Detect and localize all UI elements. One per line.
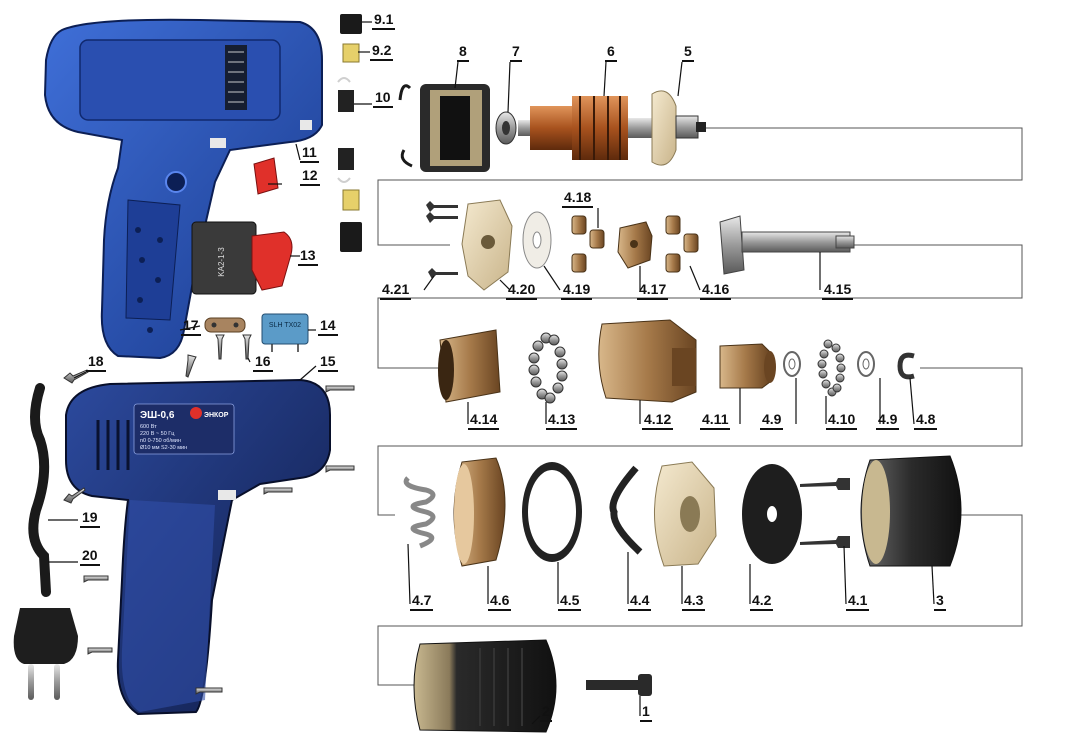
trigger-button bbox=[253, 157, 279, 195]
brush-holder-bottom bbox=[337, 148, 362, 252]
callout-4-9-right: 4.9 bbox=[876, 412, 900, 430]
housing-voltage-text: 220 В ~ 50 Гц bbox=[140, 431, 175, 437]
callout-4-7: 4.7 bbox=[410, 593, 434, 611]
leader-lines bbox=[48, 21, 935, 725]
callout-3: 3 bbox=[934, 593, 946, 611]
callout-4-20: 4.20 bbox=[506, 282, 538, 300]
power-cable bbox=[28, 383, 51, 597]
housing-model-text: ЭШ-0,6 bbox=[140, 410, 175, 421]
retaining-clip-4-8 bbox=[897, 352, 915, 380]
callout-4-9-left: 4.9 bbox=[760, 412, 784, 430]
connector-row3-row4 bbox=[377, 367, 1023, 516]
callout-11: 11 bbox=[300, 145, 319, 163]
callout-4-5: 4.5 bbox=[558, 593, 582, 611]
bearing-rear bbox=[495, 111, 517, 145]
callout-4-6: 4.6 bbox=[488, 593, 512, 611]
capacitor-model-text: SLH TX02 bbox=[269, 322, 301, 329]
housing-half-left bbox=[43, 18, 323, 360]
callout-4-19: 4.19 bbox=[561, 282, 593, 300]
callout-13: 13 bbox=[298, 248, 318, 266]
switch-model-text: KA2-1-3 bbox=[217, 247, 226, 277]
housing-speed-text: n0 0-750 об/мин bbox=[140, 438, 181, 444]
callout-4-21: 4.21 bbox=[380, 282, 412, 300]
washer-4-19 bbox=[522, 211, 552, 269]
planet-gears-4-16 bbox=[665, 215, 699, 273]
drill-body-assembled: ЭШ-0,6 ЭНКОР 600 Вт 220 В ~ 50 Гц n0 0-7… bbox=[65, 378, 331, 716]
callout-9-1: 9.1 bbox=[372, 12, 396, 30]
capacitor: SLH TX02 bbox=[261, 313, 309, 352]
row-connector-lines bbox=[377, 127, 1023, 686]
callout-4-16: 4.16 bbox=[700, 282, 732, 300]
washer-4-9-right bbox=[857, 351, 875, 377]
callout-18: 18 bbox=[86, 354, 106, 372]
callout-4-3: 4.3 bbox=[682, 593, 706, 611]
callout-20: 20 bbox=[80, 548, 100, 566]
washer-4-5 bbox=[522, 462, 582, 562]
callout-9-2: 9.2 bbox=[370, 43, 394, 61]
callout-2: 2 bbox=[540, 704, 552, 722]
callout-5: 5 bbox=[682, 44, 694, 62]
stator bbox=[398, 84, 490, 172]
gear-cover-screws bbox=[426, 201, 458, 279]
callout-1: 1 bbox=[640, 704, 652, 722]
screws-4-1 bbox=[800, 478, 850, 548]
callout-4-14: 4.14 bbox=[468, 412, 500, 430]
callout-6: 6 bbox=[605, 44, 617, 62]
planet-gears-4-18 bbox=[571, 215, 605, 273]
armature bbox=[518, 96, 652, 160]
callout-19: 19 bbox=[80, 510, 100, 528]
power-switch: KA2-1-3 bbox=[191, 221, 293, 295]
brush-holder-top bbox=[337, 14, 362, 112]
callout-4-4: 4.4 bbox=[628, 593, 652, 611]
ring-gear-4-14 bbox=[438, 329, 501, 403]
callout-4-12: 4.12 bbox=[642, 412, 674, 430]
screws-small bbox=[185, 334, 252, 378]
clip-4-4 bbox=[609, 465, 643, 555]
bushing-4-11 bbox=[719, 343, 776, 389]
callout-12: 12 bbox=[300, 168, 320, 186]
callout-16: 16 bbox=[253, 354, 273, 372]
spindle-4-15 bbox=[719, 215, 855, 275]
callout-4-10: 4.10 bbox=[826, 412, 858, 430]
callout-10: 10 bbox=[373, 90, 393, 108]
callout-4-2: 4.2 bbox=[750, 593, 774, 611]
ball-ring-4-10 bbox=[817, 339, 846, 397]
gear-housing-4-12 bbox=[598, 319, 697, 403]
washer-4-9-left bbox=[783, 351, 801, 377]
housing-chuck-text: Ø10 мм S2-30 мин bbox=[140, 445, 187, 451]
housing-brand-text: ЭНКОР bbox=[204, 412, 229, 419]
screw-1 bbox=[586, 674, 652, 696]
connector-row1-row2 bbox=[377, 127, 1023, 246]
callout-4-8: 4.8 bbox=[914, 412, 938, 430]
callout-4-1: 4.1 bbox=[846, 593, 870, 611]
callout-4-11: 4.11 bbox=[700, 412, 731, 430]
planet-carrier-4-17 bbox=[617, 221, 653, 269]
cable-clamp bbox=[204, 317, 246, 333]
clutch-ring-4-6 bbox=[453, 457, 506, 567]
clutch-cover-3 bbox=[860, 455, 962, 567]
connector-row4-row5 bbox=[377, 514, 1023, 686]
callout-7: 7 bbox=[510, 44, 522, 62]
callout-14: 14 bbox=[318, 318, 338, 336]
washer-4-2 bbox=[742, 464, 802, 564]
power-plug bbox=[13, 608, 78, 700]
callout-4-18: 4.18 bbox=[562, 190, 594, 208]
callout-4-17: 4.17 bbox=[637, 282, 669, 300]
callout-8: 8 bbox=[457, 44, 469, 62]
housing-screws bbox=[63, 369, 355, 695]
clutch-plate-4-3 bbox=[653, 461, 717, 567]
chuck-2 bbox=[413, 639, 557, 733]
spring-4-7 bbox=[403, 476, 436, 549]
callout-4-13: 4.13 bbox=[546, 412, 578, 430]
callout-4-15: 4.15 bbox=[822, 282, 854, 300]
callout-15: 15 bbox=[318, 354, 338, 372]
fan-gear bbox=[651, 90, 706, 166]
housing-power-text: 600 Вт bbox=[140, 424, 157, 430]
callout-17: 17 bbox=[181, 318, 201, 336]
ball-ring-4-13 bbox=[528, 332, 568, 404]
